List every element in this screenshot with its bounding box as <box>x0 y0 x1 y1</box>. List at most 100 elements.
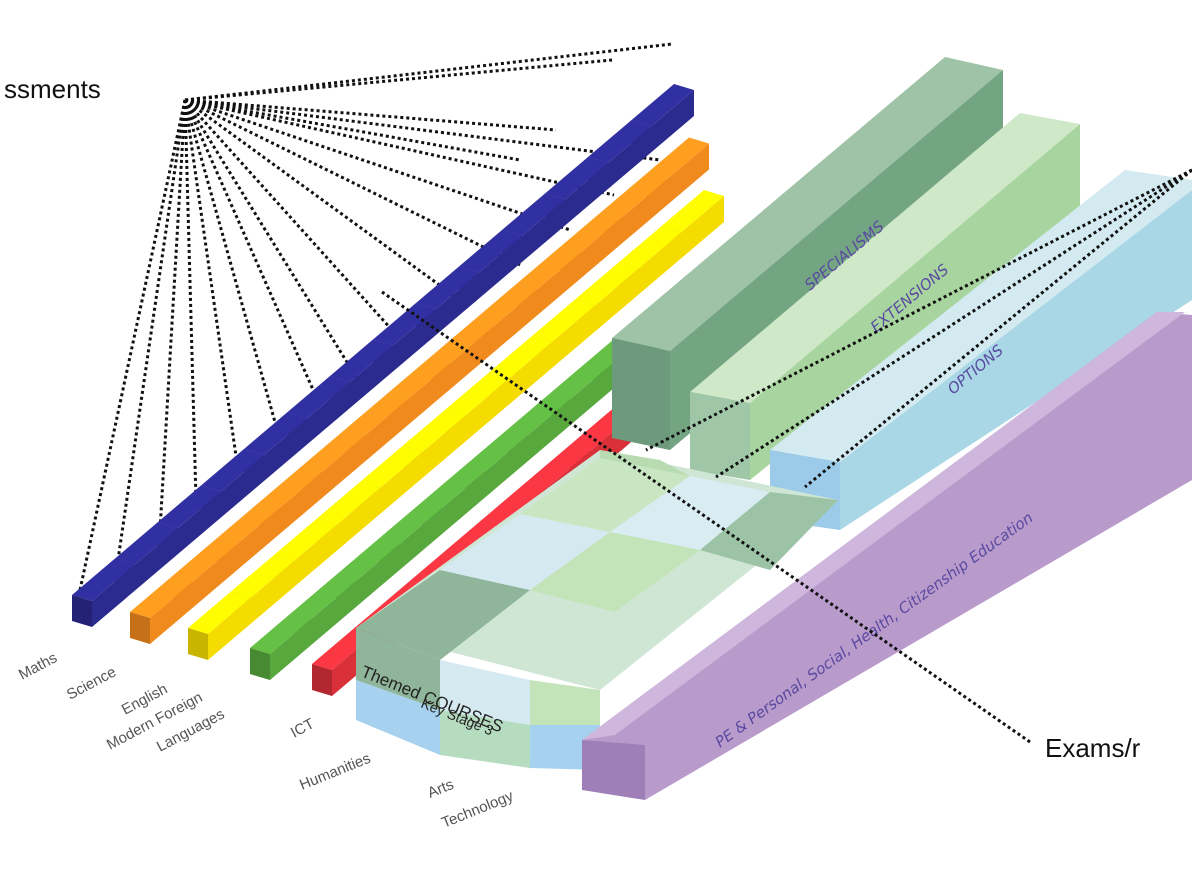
step-top <box>158 485 221 528</box>
step-side <box>571 362 614 425</box>
step-top <box>130 575 193 618</box>
step-top <box>388 356 451 399</box>
subject-label-science: Science <box>64 663 119 703</box>
step-top <box>293 575 356 618</box>
callout-line <box>184 98 615 197</box>
step-side <box>638 232 681 295</box>
callout-line <box>184 98 521 162</box>
step-side <box>322 435 365 498</box>
step-side <box>350 345 393 408</box>
callout-line <box>645 168 1192 452</box>
callout-line <box>184 98 557 132</box>
step-top <box>201 449 264 492</box>
step-side <box>193 545 236 608</box>
step-top <box>661 190 724 233</box>
step-top <box>259 466 322 509</box>
staircase-science <box>130 137 709 644</box>
callout-line <box>715 168 1192 479</box>
step-front <box>188 628 208 660</box>
step-top <box>517 247 580 290</box>
step-front <box>72 595 92 627</box>
callout-line <box>184 98 521 267</box>
step-top <box>588 120 651 163</box>
step-front <box>130 612 150 644</box>
step-top <box>508 392 571 435</box>
step-side <box>313 581 356 644</box>
step-top <box>317 482 380 525</box>
step-top <box>216 502 279 545</box>
step-top <box>422 465 485 508</box>
step-side <box>135 528 178 591</box>
step-top <box>527 445 590 488</box>
step-top <box>441 518 504 561</box>
step-side <box>408 362 451 425</box>
exams-callout: Exams/r <box>1045 733 1141 763</box>
course-label-technology: Technology <box>439 787 516 831</box>
step-side <box>494 289 537 352</box>
step-top <box>459 230 522 273</box>
step-side <box>623 180 666 243</box>
step-side <box>150 581 193 644</box>
step-top <box>302 429 365 472</box>
callout-lines <box>78 42 673 591</box>
step-top <box>379 502 442 545</box>
step-top <box>446 372 509 415</box>
callout-line <box>804 168 1192 489</box>
step-side <box>92 564 135 627</box>
callout-line <box>183 99 240 471</box>
subject-label-maths: Maths <box>16 649 60 683</box>
step-top <box>188 591 251 634</box>
step-top <box>474 283 537 326</box>
step-side <box>365 399 408 462</box>
step-top <box>431 320 494 363</box>
step-side <box>221 455 264 518</box>
step-top <box>416 266 479 309</box>
step-side <box>651 90 694 153</box>
extensions-bar <box>690 113 1080 480</box>
step-top <box>250 611 313 654</box>
step-side <box>552 305 595 368</box>
callout-line <box>184 98 571 232</box>
step-side <box>666 143 709 206</box>
step-top <box>631 84 694 127</box>
callout-line <box>116 99 187 561</box>
step-side <box>380 451 423 514</box>
staircase-maths <box>72 84 694 627</box>
callout-line <box>184 58 613 102</box>
step-side <box>399 508 442 571</box>
step-side <box>393 309 436 372</box>
callout-line <box>183 99 360 381</box>
step-side <box>294 524 337 587</box>
step-side <box>522 199 565 262</box>
step-side <box>279 472 322 535</box>
step-side <box>565 163 608 226</box>
step-top <box>274 518 337 561</box>
step-top <box>173 539 236 582</box>
step-top <box>373 303 436 346</box>
step-top <box>115 522 178 565</box>
pe-block <box>582 312 1192 800</box>
step-top <box>330 339 393 382</box>
callout-line <box>183 99 324 411</box>
assessments-callout: ssments <box>4 74 101 104</box>
step-side <box>270 617 313 680</box>
step-top <box>345 393 408 436</box>
callout-line <box>183 98 412 352</box>
step-top <box>618 226 681 269</box>
course-label-humanities: Humanities <box>297 750 373 794</box>
step-side <box>442 471 485 534</box>
step-top <box>244 412 307 455</box>
step-side <box>608 126 651 189</box>
callout-line <box>183 99 198 501</box>
step-top <box>502 193 565 236</box>
step-top <box>360 445 423 488</box>
step-side <box>681 196 724 259</box>
callout-line <box>183 99 282 441</box>
step-side <box>451 326 494 389</box>
step-top <box>532 299 595 342</box>
step-top <box>560 210 623 253</box>
step-top <box>465 429 528 472</box>
step-side <box>356 544 399 607</box>
step-top <box>231 555 294 598</box>
